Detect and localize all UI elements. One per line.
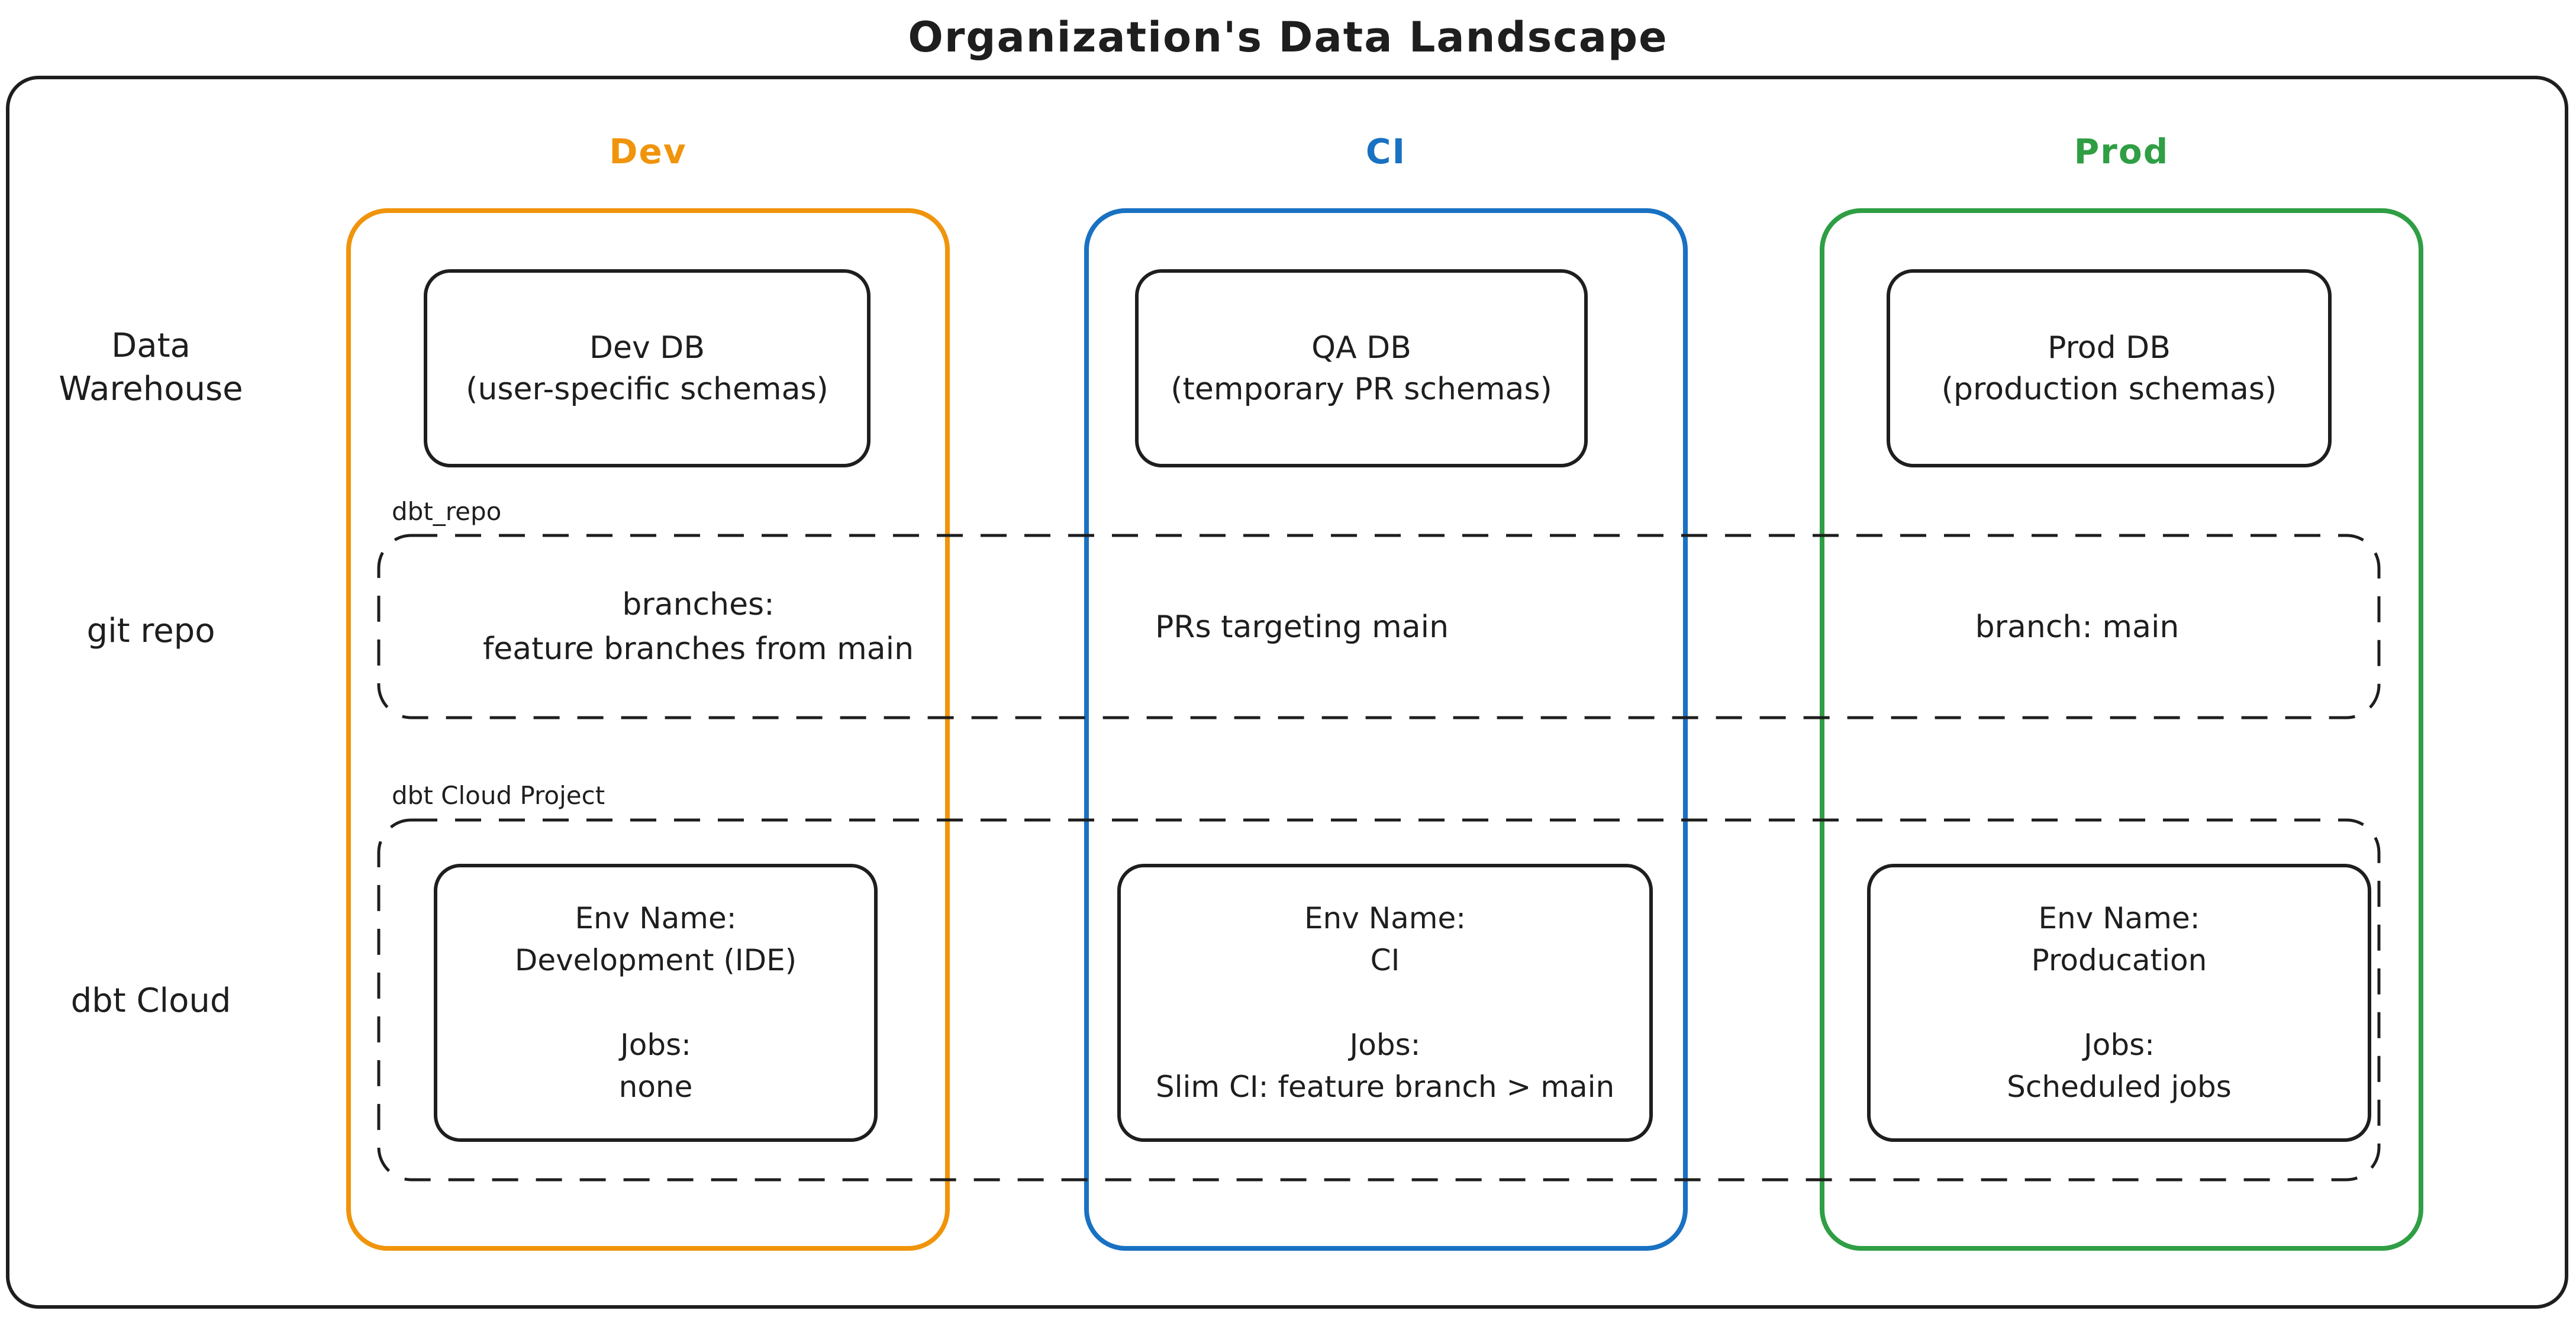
column-header-dev: Dev xyxy=(609,131,687,172)
dev-jobs-label: Jobs: xyxy=(620,1028,691,1062)
dev-env-box: Env Name: Development (IDE) Jobs: none xyxy=(434,864,878,1142)
ci-jobs-value: Slim CI: feature branch > main xyxy=(1155,1070,1615,1104)
qa-db-detail: (temporary PR schemas) xyxy=(1171,371,1552,407)
ci-env-box: Env Name: CI Jobs: Slim CI: feature bran… xyxy=(1117,864,1653,1142)
git-prod-text: branch: main xyxy=(1975,609,2180,645)
dev-db-box: Dev DB (user-specific schemas) xyxy=(424,269,871,467)
prod-column-box xyxy=(1820,208,2423,1251)
git-repo-container-label: dbt_repo xyxy=(392,497,502,526)
ci-env-name-value: CI xyxy=(1370,943,1400,977)
row-label-data-warehouse-line1: Data xyxy=(111,327,191,365)
git-dev-text: branches: feature branches from main xyxy=(414,583,982,672)
row-label-data-warehouse-line2: Warehouse xyxy=(59,370,243,408)
dev-db-detail: (user-specific schemas) xyxy=(466,371,828,407)
prod-db-name: Prod DB xyxy=(2048,330,2171,366)
prod-jobs-label: Jobs: xyxy=(2084,1028,2155,1062)
prod-env-name-label: Env Name: xyxy=(2038,901,2200,935)
dbt-cloud-project-dashed-box xyxy=(377,818,2381,1182)
dev-env-name-value: Development (IDE) xyxy=(514,943,797,977)
row-label-data-warehouse: Data Warehouse xyxy=(24,324,278,411)
dev-env-name-label: Env Name: xyxy=(575,901,737,935)
qa-db-box: QA DB (temporary PR schemas) xyxy=(1135,269,1588,467)
prod-db-detail: (production schemas) xyxy=(1941,371,2277,407)
ci-column-box xyxy=(1084,208,1688,1251)
qa-db-name: QA DB xyxy=(1311,330,1411,366)
prod-jobs-value: Scheduled jobs xyxy=(2007,1070,2232,1104)
ci-env-name-label: Env Name: xyxy=(1304,901,1466,935)
ci-jobs-label: Jobs: xyxy=(1349,1028,1421,1062)
prod-env-name-value: Producation xyxy=(2031,943,2207,977)
git-repo-dashed-box xyxy=(377,534,2381,719)
outer-frame xyxy=(6,76,2568,1309)
git-ci-text: PRs targeting main xyxy=(1155,609,1449,645)
dev-db-name: Dev DB xyxy=(589,330,705,366)
column-header-prod: Prod xyxy=(2074,131,2169,172)
prod-db-box: Prod DB (production schemas) xyxy=(1887,269,2332,467)
git-dev-line1: branches: xyxy=(622,587,775,622)
dbt-cloud-project-container-label: dbt Cloud Project xyxy=(392,781,605,810)
dev-jobs-value: none xyxy=(618,1070,693,1104)
diagram-title: Organization's Data Landscape xyxy=(908,13,1668,62)
row-label-dbt-cloud: dbt Cloud xyxy=(70,982,231,1020)
dev-column-box xyxy=(346,208,950,1251)
column-header-ci: CI xyxy=(1365,131,1407,172)
prod-env-box: Env Name: Producation Jobs: Scheduled jo… xyxy=(1867,864,2371,1142)
git-dev-line2: feature branches from main xyxy=(482,631,914,667)
row-label-git-repo: git repo xyxy=(86,612,215,650)
